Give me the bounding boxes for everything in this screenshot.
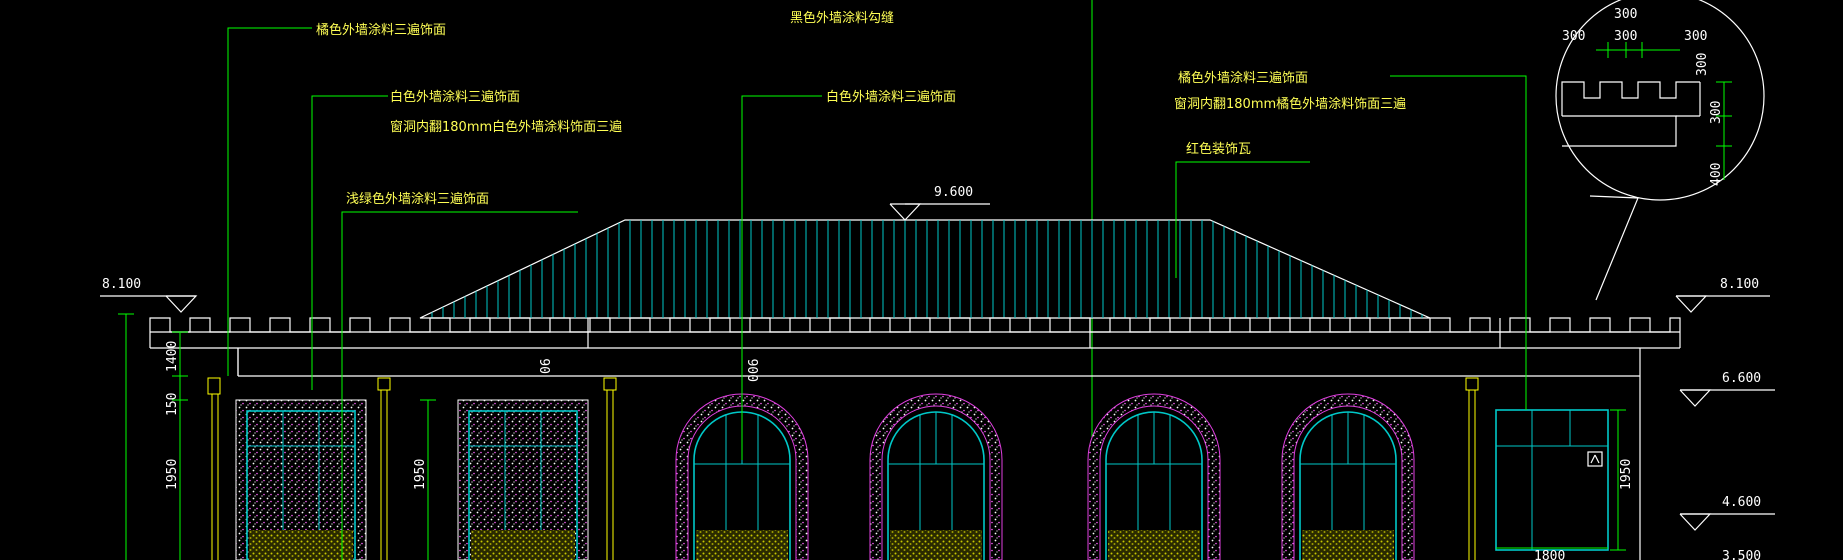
svg-text:8.100: 8.100 (102, 277, 141, 292)
svg-text:4.600: 4.600 (1722, 495, 1761, 510)
label-orange-right: 橘色外墙涂料三遍饰面 (1178, 70, 1308, 86)
elevation-mark-4600: 4.600 (1679, 495, 1775, 531)
label-white-1: 白色外墙涂料三遍饰面 (390, 89, 520, 105)
label-window-white: 窗洞内翻180mm白色外墙涂料饰面三遍 (390, 119, 622, 135)
svg-text:6.600: 6.600 (1722, 371, 1761, 386)
dimension-lines (118, 313, 1626, 560)
dim-1400: 1400 (165, 341, 180, 372)
svg-text:8.100: 8.100 (1720, 277, 1759, 292)
detail-dim-v2: 300 (1709, 101, 1724, 124)
dim-06: 06 (539, 358, 554, 374)
rect-window-left (235, 399, 367, 560)
annotation-leaders (227, 27, 1639, 560)
detail-dim-h1: 300 (1562, 29, 1585, 44)
dim-1950-right: 1950 (1619, 459, 1634, 490)
detail-dim-v3: 400 (1709, 163, 1724, 186)
label-orange-top: 橘色外墙涂料三遍饰面 (316, 22, 446, 38)
detail-dim-h3: 300 (1684, 29, 1707, 44)
rect-window-right (1495, 409, 1609, 551)
detail-dim-h2: 300 (1614, 29, 1637, 44)
parapet-cornice (149, 317, 1681, 560)
dim-1950-left: 1950 (165, 459, 180, 490)
rect-window-second (457, 399, 589, 560)
elevation-mark-ridge: 9.600 (889, 185, 990, 221)
elevation-label-3500: 3.500 (1722, 549, 1761, 560)
dim-1800: 1800 (1534, 549, 1565, 560)
detail-dim-v1: 300 (1695, 53, 1710, 76)
elevation-mark-6600: 6.600 (1679, 371, 1775, 407)
detail-callout (1555, 0, 1765, 201)
label-light-green: 浅绿色外墙涂料三遍饰面 (346, 191, 489, 207)
dim-006: 006 (747, 359, 762, 382)
svg-text:9.600: 9.600 (934, 185, 973, 200)
arched-windows (675, 393, 1415, 560)
label-black-joint: 黑色外墙涂料勾缝 (790, 10, 894, 26)
label-window-orange: 窗洞内翻180mm橘色外墙涂料饰面三遍 (1174, 96, 1406, 112)
dim-150: 150 (165, 393, 180, 416)
dim-1950-mid: 1950 (413, 459, 428, 490)
rain-downpipes (207, 377, 1479, 560)
elevation-mark-right: 8.100 (1675, 277, 1770, 313)
roof-tile-hatch (431, 220, 1423, 318)
elevation-mark-left: 8.100 (100, 277, 198, 313)
detail-dim-top: 300 (1614, 7, 1637, 22)
hip-roof (419, 219, 1431, 319)
label-red-tile: 红色装饰瓦 (1186, 141, 1251, 157)
label-white-2: 白色外墙涂料三遍饰面 (826, 89, 956, 105)
